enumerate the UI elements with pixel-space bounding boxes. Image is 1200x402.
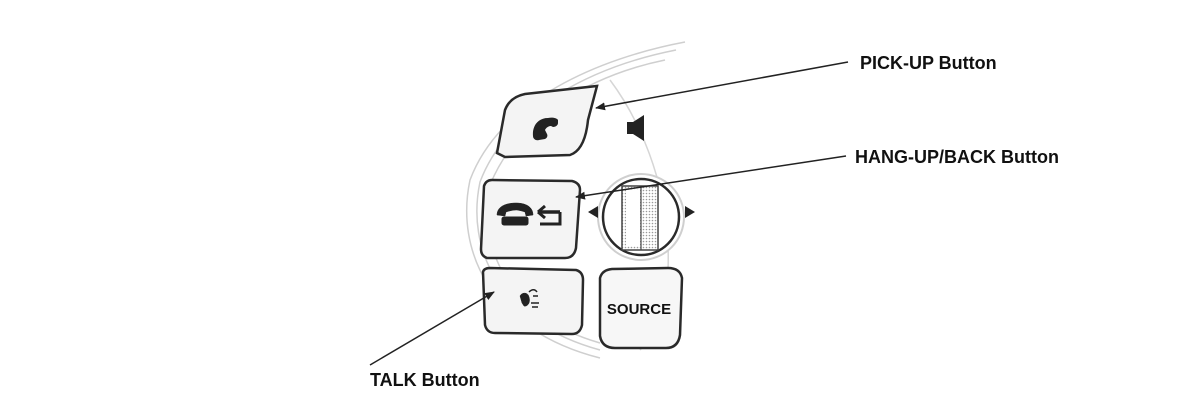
source-button[interactable]: SOURCE (598, 266, 684, 350)
hangup-back-icon (496, 202, 562, 226)
arrow-left-icon (588, 206, 598, 218)
hangup-back-button-label: HANG-UP/BACK Button (855, 147, 1059, 167)
arrow-right-icon (685, 206, 695, 218)
pickup-button-label: PICK-UP Button (860, 53, 997, 73)
source-label: SOURCE (607, 301, 671, 318)
talk-icon (519, 289, 539, 308)
pickup-leader-line (595, 61, 849, 111)
pickup-button[interactable] (495, 84, 599, 159)
hangup-back-button[interactable] (479, 178, 582, 260)
talk-button[interactable] (481, 266, 585, 336)
hangup-leader-line (575, 155, 847, 200)
talk-leader-line (369, 291, 495, 366)
handset-icon (532, 117, 558, 141)
talk-button-label: TALK Button (370, 370, 480, 390)
speaker-icon (627, 115, 644, 141)
